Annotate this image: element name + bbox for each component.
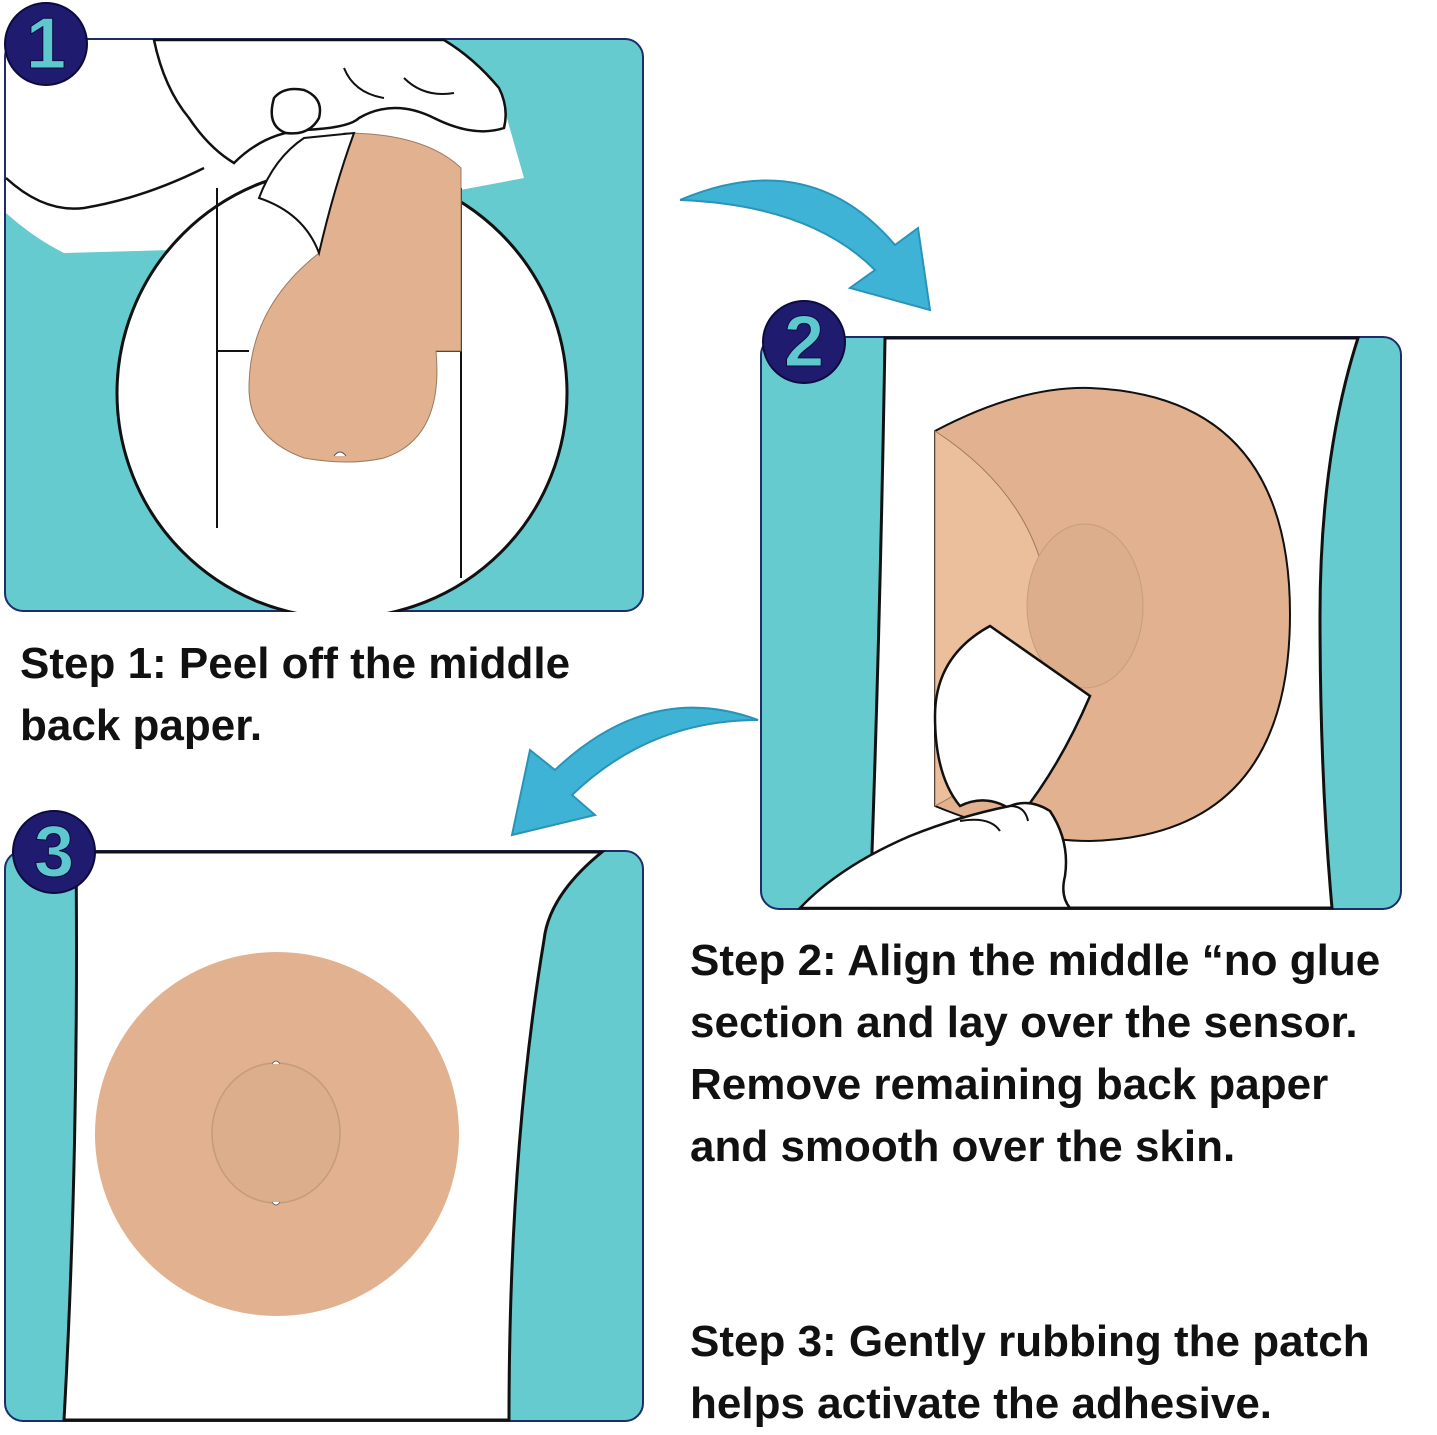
hand-icon <box>152 38 507 165</box>
step-3-panel <box>4 850 644 1422</box>
hand-icon <box>797 801 1073 910</box>
step-1-number: 1 <box>25 4 67 84</box>
arrow-icon <box>510 706 759 837</box>
step-2-line-2: section and lay over the sensor. <box>690 998 1358 1047</box>
step-2-badge: 2 <box>762 300 846 384</box>
step-1-illustration <box>4 38 644 612</box>
step-3-caption: Step 3: Gently rubbing the patch helps a… <box>690 1311 1370 1435</box>
step-3-badge: 3 <box>12 810 96 894</box>
step-3-line-2: helps activate the adhesive. <box>690 1379 1273 1428</box>
step-2-panel <box>760 336 1402 910</box>
step-3-number: 3 <box>33 812 75 892</box>
step-1-line-2: back paper. <box>20 701 263 750</box>
arrow-icon <box>680 179 932 312</box>
patch-icon <box>248 132 462 463</box>
step-2-line-1: Step 2: Align the middle “no glue <box>690 936 1381 985</box>
step-1-line-1: Step 1: Peel off the middle <box>20 639 571 688</box>
step-1-panel <box>4 38 644 612</box>
step-1-caption: Step 1: Peel off the middle back paper. <box>20 633 570 757</box>
step-3-line-1: Step 3: Gently rubbing the patch <box>690 1317 1370 1366</box>
step-2-caption: Step 2: Align the middle “no glue sectio… <box>690 930 1380 1178</box>
step-2-illustration <box>760 336 1402 910</box>
step-2-line-3: Remove remaining back paper <box>690 1060 1329 1109</box>
step-1-badge: 1 <box>4 2 88 86</box>
step-2-number: 2 <box>783 302 825 382</box>
step-3-illustration <box>4 850 644 1422</box>
step-2-line-4: and smooth over the skin. <box>690 1122 1236 1171</box>
